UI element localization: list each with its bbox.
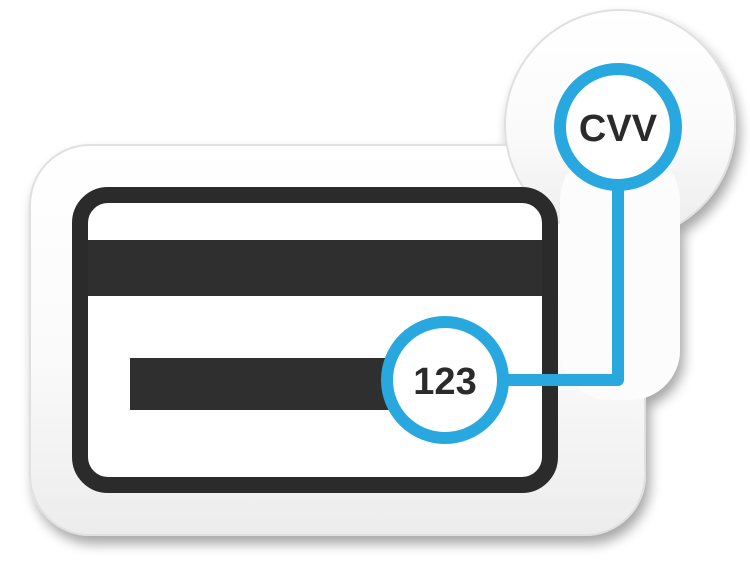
magnetic-stripe bbox=[88, 240, 542, 296]
cvv-label: CVV bbox=[579, 108, 658, 150]
code-label: 123 bbox=[413, 361, 476, 403]
cvv-bubble: CVV bbox=[554, 63, 682, 191]
code-bubble: 123 bbox=[381, 316, 509, 444]
signature-strip bbox=[130, 358, 390, 410]
connector-line bbox=[489, 179, 624, 386]
